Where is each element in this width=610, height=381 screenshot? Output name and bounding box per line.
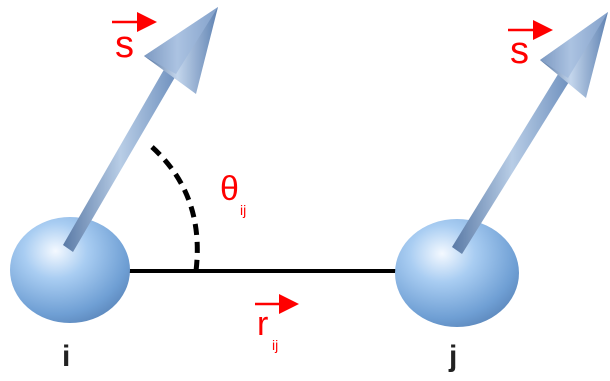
r-subscript: ij	[272, 337, 278, 353]
r-symbol: r	[257, 305, 268, 343]
angle-label: θ ij	[220, 170, 246, 218]
theta-symbol: θ	[220, 170, 239, 208]
sphere-j	[395, 219, 519, 327]
site-label-i: i	[62, 340, 70, 373]
spin-j-vector-label: s	[508, 30, 548, 72]
theta-subscript: ij	[240, 202, 246, 218]
angle-arc	[152, 147, 197, 271]
spin-i-s-label: s	[115, 24, 134, 66]
spin-j-s-label: s	[510, 30, 529, 72]
spin-arrow-j	[452, 12, 608, 254]
spin-i-vector-label: s	[112, 22, 152, 66]
separation-label: r ij	[255, 304, 294, 353]
site-label-j: j	[448, 340, 457, 373]
